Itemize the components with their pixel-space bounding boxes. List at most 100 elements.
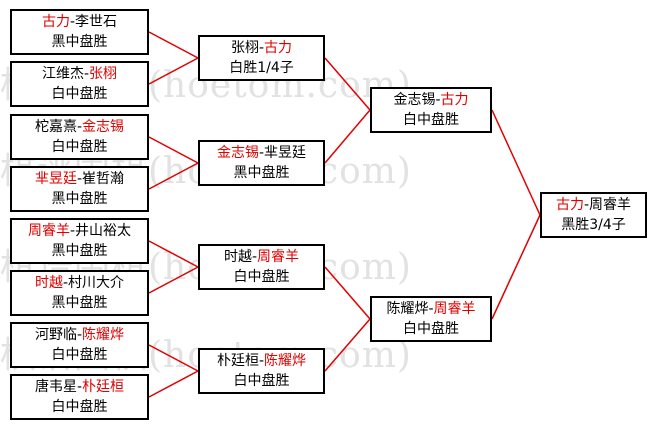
match-players: 江维杰-张栩: [42, 64, 117, 84]
match-players: 金志锡-芈昱廷: [217, 143, 306, 163]
player-black: 河野临: [34, 327, 77, 343]
connector-line: [148, 57, 199, 85]
vs-separator: -: [583, 197, 590, 213]
match-result: 白中盘胜: [233, 373, 290, 389]
match-result: 白中盘胜: [51, 139, 108, 155]
player-white: 芈昱廷: [264, 145, 307, 161]
match-result: 白胜1/4子: [229, 60, 294, 76]
vs-separator: -: [76, 327, 83, 343]
vs-separator: -: [69, 223, 76, 239]
round1-match-6: 时越-村川大介黑中盘胜: [10, 270, 149, 316]
player-black: 柁嘉熹: [34, 119, 77, 135]
player-white: 朴廷桓: [82, 379, 125, 395]
player-black: 陈耀烨: [386, 301, 429, 317]
match-result: 白中盘胜: [403, 112, 459, 128]
round1-match-3: 柁嘉熹-金志锡白中盘胜: [10, 114, 149, 160]
player-white: 周睿羊: [257, 249, 300, 265]
match-players: 河野临-陈耀烨: [35, 325, 124, 345]
vs-separator: -: [258, 40, 265, 56]
connector-line: [491, 109, 541, 216]
player-white: 陈耀烨: [264, 353, 307, 369]
player-white: 李世石: [75, 14, 118, 30]
connector-line: [491, 214, 541, 320]
player-black: 金志锡: [216, 145, 259, 161]
round3-match-1: 金志锡-古力白中盘胜: [370, 87, 492, 133]
match-players: 古力-李世石: [42, 12, 117, 32]
connector-line: [148, 266, 199, 294]
vs-separator: -: [251, 249, 258, 265]
player-white: 金志锡: [82, 119, 125, 135]
player-white: 崔哲瀚: [82, 171, 125, 187]
vs-separator: -: [258, 353, 265, 369]
player-white: 井山裕太: [75, 223, 132, 239]
player-black: 芈昱廷: [34, 171, 77, 187]
match-result: 白中盘胜: [233, 269, 290, 285]
player-white: 张栩: [89, 66, 118, 82]
match-players: 古力-周睿羊: [556, 195, 631, 215]
connector-line: [324, 109, 371, 164]
round2-match-1: 张栩-古力白胜1/4子: [198, 35, 325, 81]
round1-match-7: 河野临-陈耀烨白中盘胜: [10, 322, 149, 368]
player-black: 唐韦星: [34, 379, 77, 395]
round1-match-2: 江维杰-张栩白中盘胜: [10, 61, 149, 107]
connector-line: [148, 136, 199, 164]
player-black: 朴廷桓: [216, 353, 259, 369]
player-white: 古力: [264, 40, 293, 56]
vs-separator: -: [76, 119, 83, 135]
player-black: 时越: [34, 275, 63, 291]
vs-separator: -: [83, 66, 90, 82]
final-match-1: 古力-周睿羊黑胜3/4子: [540, 192, 647, 238]
vs-separator: -: [62, 275, 69, 291]
player-black: 周睿羊: [27, 223, 70, 239]
match-result: 白中盘胜: [51, 347, 108, 363]
vs-separator: -: [69, 14, 76, 30]
connector-line: [148, 162, 199, 190]
round1-match-8: 唐韦星-朴廷桓白中盘胜: [10, 374, 149, 420]
vs-separator: -: [258, 145, 265, 161]
player-black: 江维杰: [41, 66, 84, 82]
connector-line: [324, 318, 371, 372]
player-black: 金志锡: [393, 92, 436, 108]
match-result: 黑胜3/4子: [561, 217, 626, 233]
vs-separator: -: [76, 171, 83, 187]
player-black: 古力: [555, 197, 584, 213]
match-result: 黑中盘胜: [51, 243, 108, 259]
round2-match-2: 金志锡-芈昱廷黑中盘胜: [198, 140, 325, 186]
vs-separator: -: [76, 379, 83, 395]
match-result: 黑中盘胜: [51, 295, 108, 311]
player-white: 周睿羊: [589, 197, 632, 213]
match-players: 周睿羊-井山裕太: [28, 221, 131, 241]
round2-match-4: 朴廷桓-陈耀烨白中盘胜: [198, 348, 325, 394]
round3-match-2: 陈耀烨-周睿羊白中盘胜: [370, 296, 492, 342]
match-players: 朴廷桓-陈耀烨: [217, 351, 306, 371]
player-black: 时越: [223, 249, 252, 265]
vs-separator: -: [435, 92, 441, 108]
round1-match-5: 周睿羊-井山裕太黑中盘胜: [10, 218, 149, 264]
player-white: 古力: [440, 92, 469, 108]
match-players: 张栩-古力: [231, 38, 292, 58]
match-result: 黑中盘胜: [51, 34, 108, 50]
round1-match-4: 芈昱廷-崔哲瀚黑中盘胜: [10, 166, 149, 212]
connector-line: [148, 31, 199, 59]
match-players: 金志锡-古力: [393, 90, 468, 110]
match-players: 陈耀烨-周睿羊: [386, 299, 475, 319]
match-players: 唐韦星-朴廷桓: [35, 377, 124, 397]
round1-match-1: 古力-李世石黑中盘胜: [10, 9, 149, 55]
player-black: 张栩: [230, 40, 259, 56]
connector-line: [148, 344, 199, 372]
connector-line: [324, 57, 371, 111]
player-white: 陈耀烨: [82, 327, 125, 343]
connector-line: [148, 370, 199, 398]
player-white: 周睿羊: [433, 301, 476, 317]
connector-line: [324, 266, 371, 320]
match-result: 白中盘胜: [403, 321, 459, 337]
match-players: 时越-周睿羊: [224, 247, 299, 267]
match-players: 时越-村川大介: [35, 273, 124, 293]
match-result: 白中盘胜: [51, 399, 108, 415]
player-white: 村川大介: [68, 275, 125, 291]
match-result: 白中盘胜: [51, 86, 108, 102]
match-result: 黑中盘胜: [233, 165, 290, 181]
round2-match-3: 时越-周睿羊白中盘胜: [198, 244, 325, 290]
player-black: 古力: [41, 14, 70, 30]
